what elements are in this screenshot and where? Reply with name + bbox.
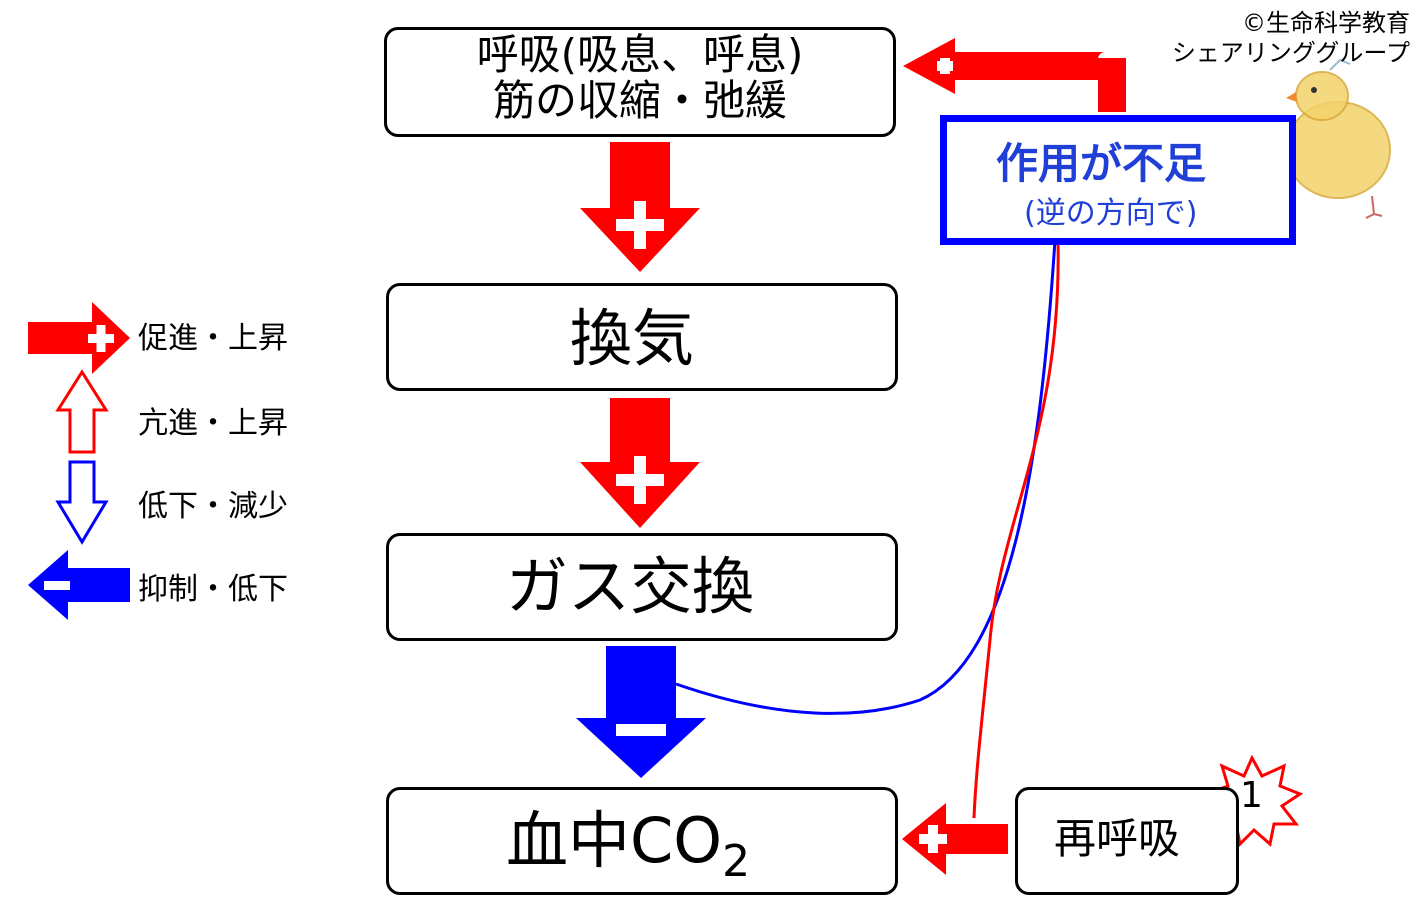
badge-number: 1 [1240, 775, 1263, 816]
ventilation-label: 換気 [570, 302, 695, 375]
blood-co2-box [386, 787, 898, 895]
ventilation-box [386, 283, 898, 391]
deficit-title: 作用が不足 [996, 139, 1207, 188]
red-plus-arrow-icon [28, 302, 130, 374]
chick-icon [1269, 58, 1391, 219]
copyright-line1: ©生命科学教育 [1242, 9, 1410, 37]
plus-arrow-ventilation-to-gas-exchange [580, 398, 700, 528]
gas-exchange-box [386, 533, 898, 641]
plus-arrow-rebreathing-to-co2 [902, 803, 1008, 875]
blood-co2-subscript: 2 [722, 836, 751, 887]
blood-co2-label: 血中CO2 [506, 806, 750, 897]
red-connector-curve [972, 239, 1060, 819]
legend-label-enhance: 亢進・上昇 [138, 406, 288, 441]
hollow-blue-down-arrow-icon [55, 460, 109, 545]
blue-minus-arrow-icon [28, 550, 130, 620]
respiration-box [384, 27, 896, 137]
gas-exchange-label: ガス交換 [506, 550, 755, 623]
legend-label-inhibit: 抑制・低下 [138, 572, 288, 607]
deficit-box [940, 115, 1296, 245]
respiration-label-line1: 呼吸(吸息、呼息) [476, 30, 804, 79]
respiration-label-line2: 筋の収縮・弛緩 [492, 76, 787, 125]
deficit-subtitle: (逆の方向で) [1024, 196, 1198, 231]
rebreathing-box [1015, 787, 1239, 895]
blue-connector-curve [675, 239, 1057, 715]
plus-arrow-respiration-to-ventilation [580, 142, 700, 272]
copyright: ©生命科学教育 シェアリンググループ [1120, 8, 1410, 68]
respiration-label: 呼吸(吸息、呼息) 筋の収縮・弛緩 [420, 32, 860, 124]
legend-label-decrease: 低下・減少 [138, 489, 288, 524]
legend-label-promote: 促進・上昇 [138, 321, 288, 356]
rebreathing-label: 再呼吸 [1054, 814, 1181, 863]
feedback-arrow-to-respiration [903, 38, 1126, 112]
copyright-line2: シェアリンググループ [1171, 39, 1410, 67]
minus-arrow-gas-exchange-to-co2 [576, 646, 706, 778]
blood-co2-text: 血中CO [506, 804, 723, 877]
hollow-red-up-arrow-icon [55, 369, 109, 454]
